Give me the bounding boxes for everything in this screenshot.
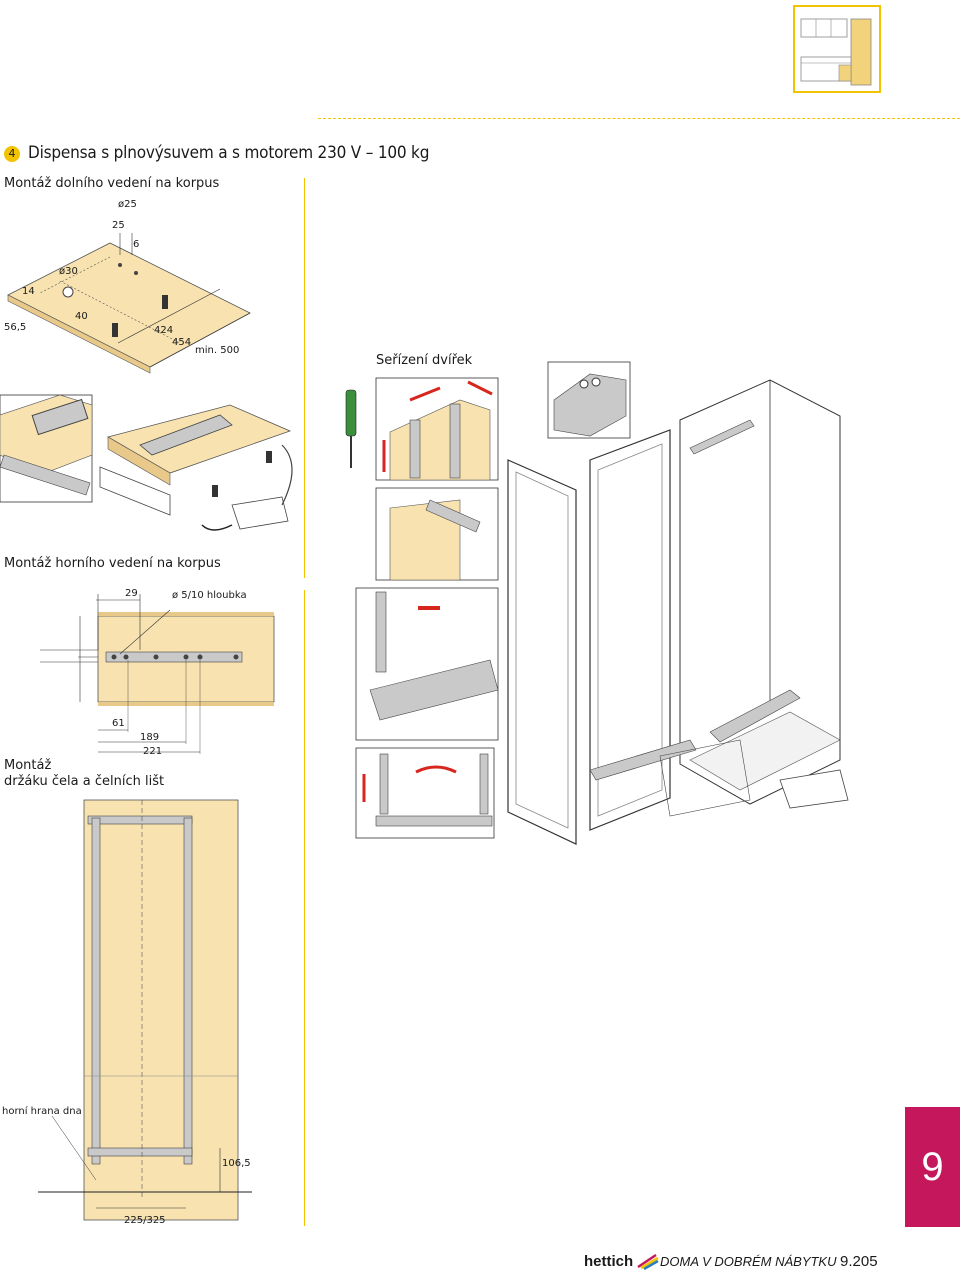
top-divider xyxy=(318,118,960,119)
lower-guide-dimension-drawing xyxy=(7,233,251,374)
section-heading-front-bracket-line1: Montáž xyxy=(4,758,52,773)
chapter-tab: 9 xyxy=(905,1107,960,1227)
dim-221: 221 xyxy=(143,746,163,757)
section-heading-lower-guide: Montáž dolního vedení na korpus xyxy=(4,176,220,191)
dim-106-5: 106,5 xyxy=(222,1158,251,1169)
dim-189: 189 xyxy=(140,732,160,743)
dim-454: 454 xyxy=(172,337,192,348)
upper-guide-dimension-drawing xyxy=(40,594,275,754)
dim-depth: ø 5/10 hloubka xyxy=(172,590,247,601)
dim-61: 61 xyxy=(112,718,125,729)
section-heading-front-bracket-line2: držáku čela a čelních lišt xyxy=(4,774,165,789)
dim-d25: ø25 xyxy=(118,199,137,210)
section-heading-upper-guide: Montáž horního vedení na korpus xyxy=(4,556,221,571)
dim-min-500: min. 500 xyxy=(195,345,240,356)
dim-40: 40 xyxy=(75,311,88,322)
door-adjustment-drawing xyxy=(345,361,849,845)
dim-25: 25 xyxy=(112,220,125,231)
bottom-edge-label: horní hrana dna xyxy=(2,1106,82,1117)
dim-d30: ø30 xyxy=(59,266,78,277)
brand-logo: hettich xyxy=(584,1253,634,1270)
dim-6: 6 xyxy=(133,239,140,250)
page-number: 9.205 xyxy=(840,1253,878,1270)
column-divider-upper xyxy=(304,178,305,578)
brand-slogan: DOMA V DOBRÉM NÁBYTKU xyxy=(660,1254,837,1269)
dim-29: 29 xyxy=(125,588,138,599)
section-heading-door-adjustment: Seřízení dvířek xyxy=(376,353,473,368)
brand-stripes-icon xyxy=(637,1253,659,1271)
front-bracket-drawing xyxy=(38,799,252,1221)
dim-424: 424 xyxy=(154,325,174,336)
kitchen-thumbnail-image xyxy=(793,5,881,93)
page-title: Dispensa s plnovýsuvem a s motorem 230 V… xyxy=(28,143,430,163)
lower-guide-assembly-drawing xyxy=(0,394,293,531)
dim-14: 14 xyxy=(22,286,35,297)
dim-225-325: 225/325 xyxy=(124,1215,166,1226)
dim-56-5: 56,5 xyxy=(4,322,27,333)
step-badge: 4 xyxy=(4,146,20,162)
column-divider-lower xyxy=(304,590,305,1226)
